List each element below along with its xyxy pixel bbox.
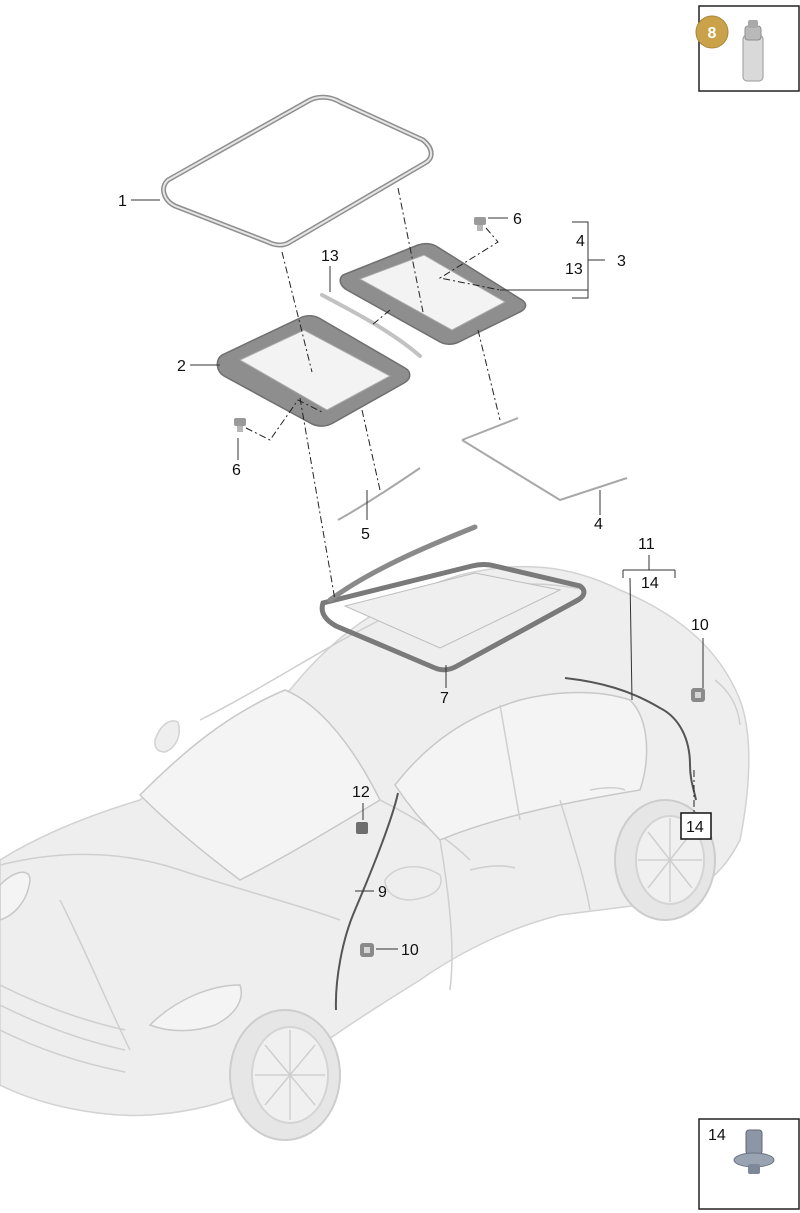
part-10-rear-drain-valve [691,688,705,702]
callout-9: 9 [378,884,387,901]
part-5-strip [337,467,421,521]
clip-6-lower [234,418,246,432]
inset-14-label: 14 [708,1127,726,1144]
callout-3: 3 [617,253,626,270]
part-1-outer-seal [161,94,434,248]
callout-13-bracket: 13 [565,261,583,278]
part-7-roof-frame [319,562,587,673]
callout-10-rear: 10 [691,617,709,634]
callout-4-bracket: 4 [576,233,585,250]
clip-6-upper [474,217,486,231]
part-3-rear-glass-panel [339,242,527,345]
part-9-front-drain-hose [334,792,399,1011]
grease-tube-icon [742,20,764,82]
svg-text:14: 14 [686,819,704,836]
callout-6-upper: 6 [513,211,522,228]
badge-8 [695,15,729,49]
car-illustration [0,565,750,1141]
part-12-clip [356,822,368,834]
callout-11: 11 [638,536,655,553]
front-wheel [229,1009,341,1141]
part-4-strip-lower [461,417,628,502]
callout-10-front: 10 [401,942,419,959]
callout-1: 1 [118,193,127,210]
callout-14-boxed: 14 [680,812,712,840]
grommet-icon [733,1129,775,1174]
inset-part-8: 8 [695,5,800,92]
callout-14-bracket: 14 [641,575,659,592]
inset-part-14: 14 [698,1118,800,1210]
badge-8-number: 8 [708,25,717,42]
callout-5: 5 [361,526,370,543]
callout-12: 12 [352,784,370,801]
part-11-rear-drain-hose [564,677,697,801]
part-2-front-glass-panel [216,315,411,427]
callout-7: 7 [440,690,449,707]
callout-6-lower: 6 [232,462,241,479]
part-13-strip [320,293,422,358]
part-10-front-drain-valve [360,943,374,957]
callout-13-strip: 13 [321,248,339,265]
callout-2: 2 [177,358,186,375]
front-seal-strip [327,524,478,603]
callout-4-strip: 4 [594,516,603,533]
